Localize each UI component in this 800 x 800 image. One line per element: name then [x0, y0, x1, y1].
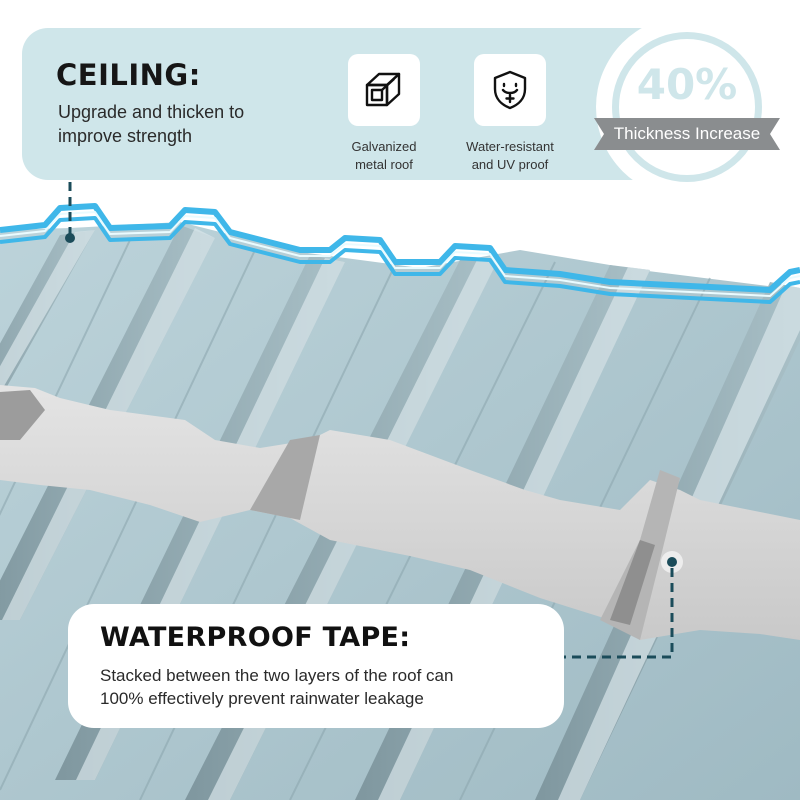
metal-profile-icon — [365, 72, 401, 107]
waterproof-tape-description: Stacked between the two layers of the ro… — [100, 666, 454, 708]
water-resistant-feature-label: Water-resistant and UV proof — [466, 139, 554, 172]
roof-profile-edge — [0, 203, 800, 293]
galvanized-feature-label: Galvanized metal roof — [351, 139, 417, 172]
waterproof-tape — [0, 385, 800, 640]
shield-smile-icon — [493, 70, 527, 110]
waterproof-tape-panel — [68, 604, 564, 728]
ceiling-description: Upgrade and thicken to improve strength — [58, 102, 245, 146]
tape-callout-line — [564, 551, 683, 659]
thickness-badge-ring — [612, 32, 762, 182]
galvanized-feature-card — [348, 54, 420, 126]
water-resistant-feature-card — [474, 54, 546, 126]
waterproof-tape-title: WATERPROOF TAPE: — [100, 622, 411, 653]
ceiling-callout-line — [65, 182, 75, 243]
ceiling-title: CEILING: — [56, 58, 201, 92]
thickness-percent: 40% — [636, 60, 738, 109]
thickness-ribbon: Thickness Increase — [594, 118, 780, 150]
